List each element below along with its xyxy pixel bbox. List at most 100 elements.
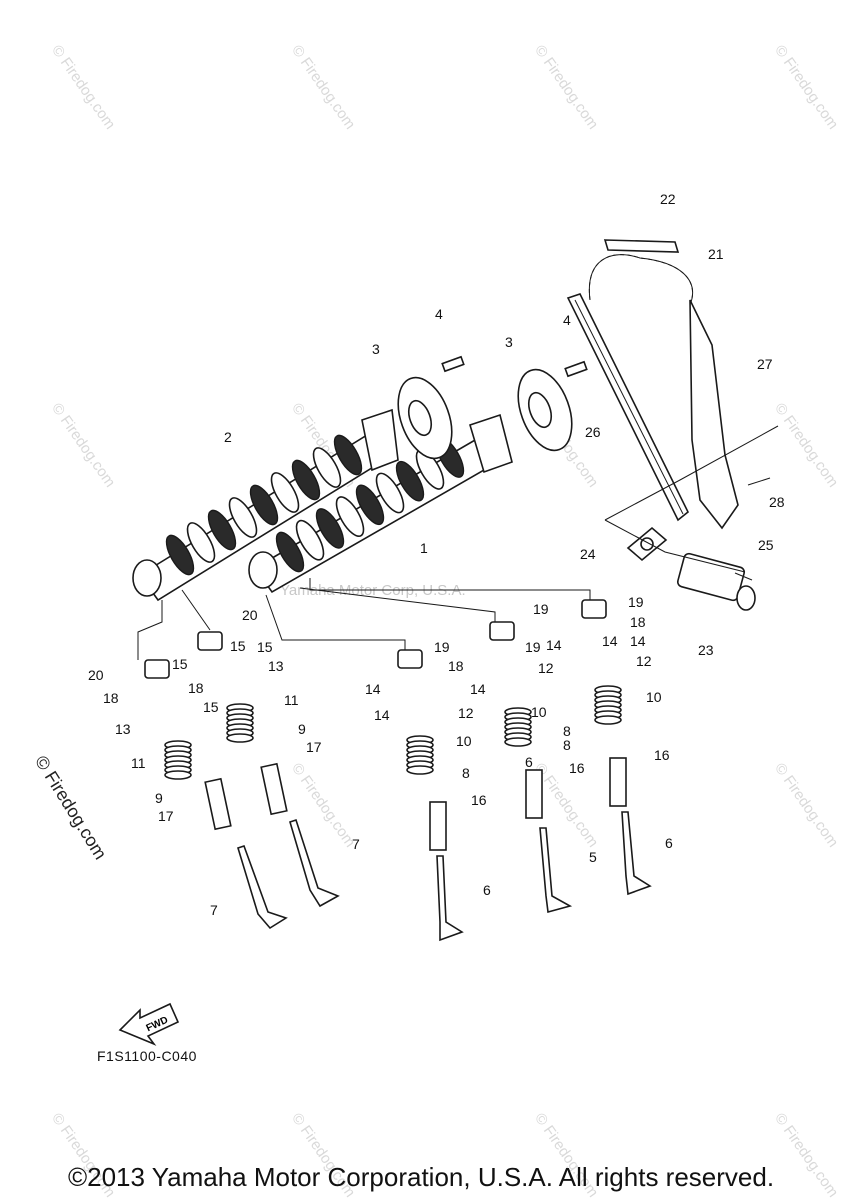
valve-lifter	[397, 649, 423, 669]
valve-spring-coil	[504, 737, 532, 747]
callout-number: 12	[636, 653, 652, 669]
chain-guide-exhaust	[566, 293, 690, 522]
valve-guide	[204, 777, 232, 831]
callout-number: 4	[435, 306, 443, 322]
callout-number: 19	[628, 594, 644, 610]
cam-lobe	[315, 508, 345, 549]
callout-number: 4	[563, 312, 571, 328]
callout-number: 14	[630, 633, 646, 649]
callout-number: 1	[420, 540, 428, 556]
sprocket-bolt-left	[441, 355, 465, 373]
cam-lobe	[395, 460, 425, 502]
diagram-code: F1S1100-C040	[97, 1048, 197, 1064]
callout-number: 11	[131, 755, 146, 771]
callout-number: 14	[546, 637, 562, 653]
valve-guide	[429, 801, 447, 851]
timing-chain	[588, 254, 693, 306]
callout-number: 25	[758, 537, 774, 553]
cam-lobe	[207, 509, 237, 551]
valve-lifter	[144, 659, 170, 679]
callout-number: 11	[284, 692, 299, 708]
callout-number: 16	[471, 792, 487, 808]
callout-number: 19	[525, 639, 541, 655]
callout-number: 3	[505, 334, 513, 350]
cam-lobe	[333, 434, 363, 476]
callout-number: 8	[563, 737, 571, 753]
callout-number: 13	[268, 658, 284, 674]
callout-number: 10	[456, 733, 472, 749]
cam-lobe	[270, 472, 300, 513]
callout-number: 21	[708, 246, 724, 262]
tensioner-gasket	[626, 526, 668, 562]
callout-number: 9	[155, 790, 163, 806]
valve	[621, 811, 652, 896]
callout-number: 9	[298, 721, 306, 737]
valve	[289, 818, 340, 908]
cam-lobe	[375, 472, 405, 514]
chain-guide-top	[603, 239, 680, 253]
callout-number: 10	[646, 689, 662, 705]
valve-lifter	[581, 599, 607, 619]
valve-spring-coil	[594, 715, 622, 725]
callout-number: 6	[483, 882, 491, 898]
callout-number: 20	[242, 607, 258, 623]
camshaft-exhaust	[132, 408, 399, 602]
cam-lobe	[291, 459, 321, 501]
cam-lobe	[335, 496, 365, 537]
callout-number: 24	[580, 546, 596, 562]
valve	[237, 844, 288, 930]
callout-number: 22	[660, 191, 676, 207]
callout-number: 7	[210, 902, 218, 918]
camshaft-intake	[248, 413, 513, 594]
valve-spring-coil	[226, 733, 254, 743]
chain-guide-intake	[689, 299, 739, 530]
cam-lobe	[275, 531, 305, 573]
callout-number: 20	[88, 667, 104, 683]
callout-number: 15	[172, 656, 188, 672]
callout-number: 18	[448, 658, 464, 674]
callout-number: 13	[115, 721, 131, 737]
cam-sprocket-right	[517, 368, 573, 452]
valve-guide	[525, 769, 543, 819]
callout-number: 15	[230, 638, 246, 654]
callout-number: 18	[630, 614, 646, 630]
valve-spring-coil	[164, 770, 192, 780]
valve-guide	[609, 757, 627, 807]
valve	[436, 855, 464, 942]
callout-number: 15	[203, 699, 219, 715]
cam-sprocket-left	[397, 376, 453, 460]
valve	[539, 827, 573, 914]
callout-number: 27	[757, 356, 773, 372]
callout-number: 23	[698, 642, 714, 658]
cam-lobe	[249, 484, 279, 526]
callout-number: 2	[224, 429, 232, 445]
callout-number: 19	[434, 639, 450, 655]
valve-lifter	[197, 631, 223, 651]
sprocket-bolt-right	[564, 360, 588, 378]
callout-number: 14	[365, 681, 381, 697]
callout-number: 16	[569, 760, 585, 776]
callout-number: 8	[563, 723, 571, 739]
callout-number: 18	[188, 680, 204, 696]
valve-spring-coil	[406, 765, 434, 775]
valve-guide	[260, 762, 288, 816]
callout-number: 7	[352, 836, 360, 852]
callout-number: 3	[372, 341, 380, 357]
callout-number: 18	[103, 690, 119, 706]
callout-number: 6	[665, 835, 673, 851]
fwd-arrow: FWD	[118, 1002, 180, 1046]
callout-number: 16	[654, 747, 670, 763]
callout-number: 14	[470, 681, 486, 697]
callout-number: 10	[531, 704, 547, 720]
callout-number: 12	[538, 660, 554, 676]
valve-lifter	[489, 621, 515, 641]
callout-number: 15	[257, 639, 273, 655]
cam-lobe	[355, 484, 385, 526]
copyright-notice: ©2013 Yamaha Motor Corporation, U.S.A. A…	[67, 1162, 775, 1192]
callout-number: 6	[525, 754, 533, 770]
callout-number: 28	[769, 494, 785, 510]
callout-number: 17	[158, 808, 174, 824]
callout-number: 26	[585, 424, 601, 440]
